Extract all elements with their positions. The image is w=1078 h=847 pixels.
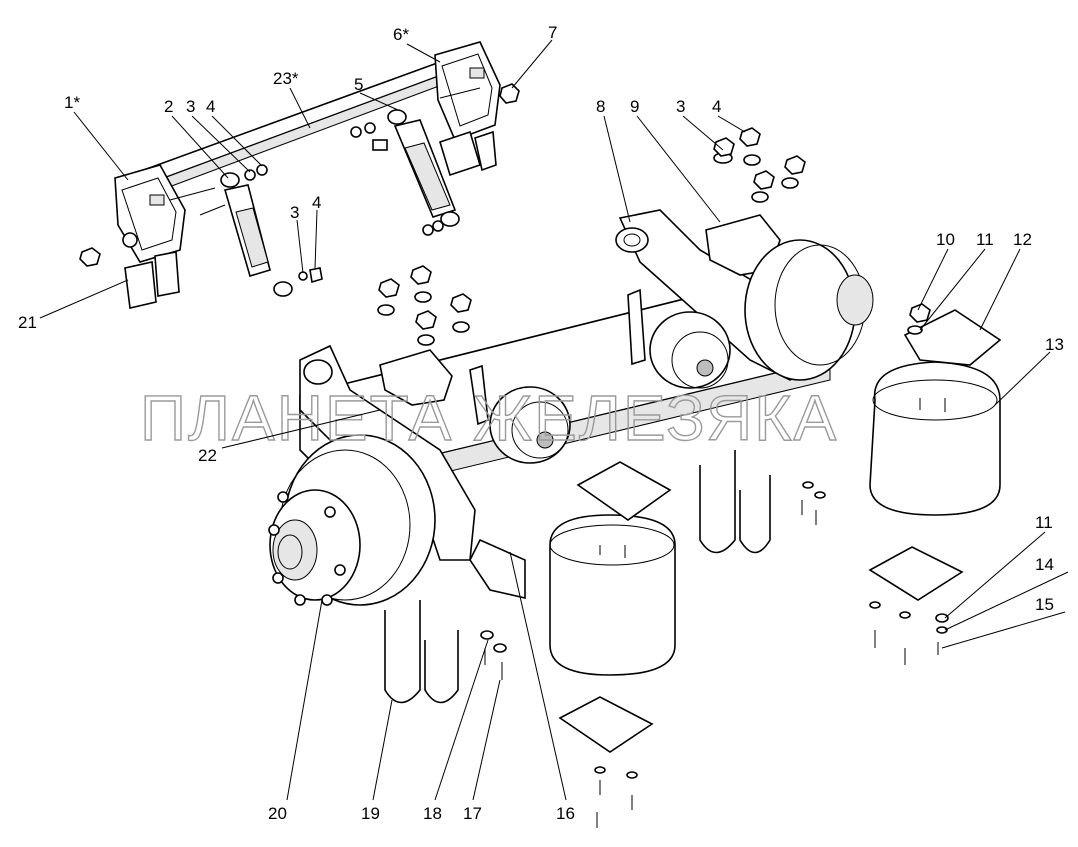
brake-drum-right [744, 239, 874, 381]
callout-label: 11 [1035, 513, 1053, 532]
shim-plate-21b [154, 251, 180, 297]
leader-lines [39, 39, 1069, 801]
brake-chamber-right [627, 288, 731, 389]
callout-label: 21 [18, 313, 37, 332]
callout-label: 4 [206, 97, 215, 116]
callout-label: 6* [393, 25, 409, 44]
callout-label: 14 [1035, 555, 1054, 574]
callout-label: 16 [556, 804, 575, 823]
fastener-group-middle [377, 265, 472, 346]
shock-absorber-right [350, 109, 460, 236]
callout-label: 18 [423, 804, 442, 823]
air-spring-right [869, 361, 1001, 516]
fastener-group-top-right [713, 127, 806, 203]
callout-label: 11 [976, 230, 994, 249]
air-spring-left [549, 514, 676, 676]
callout-label: 1* [64, 93, 80, 112]
callout-label: 22 [198, 446, 217, 465]
callout-label: 23* [273, 69, 299, 88]
shock-absorber-left [220, 164, 323, 297]
callout-label: 2 [164, 97, 173, 116]
callout-label: 8 [596, 97, 605, 116]
nut-21-top [79, 247, 101, 267]
callout-label: 10 [936, 230, 955, 249]
mounting-plate-12 [903, 309, 1002, 366]
callout-label: 7 [548, 23, 557, 42]
shim-plate-21 [124, 261, 157, 309]
callout-label: 13 [1045, 335, 1064, 354]
callout-labels: 1* 2 3 4 23* 5 6* 7 3 4 8 9 3 4 10 11 12… [18, 23, 1064, 823]
callout-label: 20 [268, 804, 287, 823]
cross-member-assembly [114, 41, 520, 263]
callout-label: 5 [354, 75, 363, 94]
callout-label: 3 [186, 97, 195, 116]
mounting-plate-center [576, 461, 672, 521]
callout-label: 3 [676, 97, 685, 116]
callout-label: 17 [463, 804, 482, 823]
watermark: ПЛАНЕТА ЖЕЛЕЗЯКА [140, 382, 838, 454]
callout-label: 9 [630, 97, 639, 116]
callout-label: 12 [1013, 230, 1032, 249]
brake-chamber-left [469, 364, 571, 464]
callout-label: 3 [290, 203, 299, 222]
callout-label: 4 [712, 97, 721, 116]
callout-label: 4 [312, 193, 321, 212]
mounting-plate-bottom [558, 696, 654, 753]
brake-drum-left [268, 434, 436, 606]
callout-label: 15 [1035, 595, 1054, 614]
u-bolt-group-bottom [384, 600, 459, 704]
u-bolt-group-center [699, 450, 771, 554]
mounting-plate-lower-right [868, 546, 964, 601]
bolt-group-bottom [480, 303, 949, 828]
callout-label: 19 [361, 804, 380, 823]
